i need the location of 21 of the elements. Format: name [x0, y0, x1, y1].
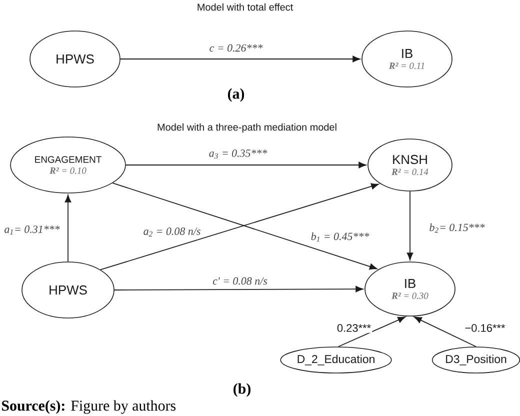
path-coefficient: a$_{1}$= 0.31***: [3, 224, 61, 236]
path-arrow: [338, 316, 406, 348]
path-coefficient: −0.16***: [464, 323, 506, 333]
path-arrow: [406, 190, 414, 260]
path-arrow: [414, 316, 476, 348]
path-arrow: [64, 194, 72, 262]
path-coefficient: b$_{2}$= 0.15***: [428, 222, 486, 234]
path-coefficient: a$_{2}$ = 0.08 n/s: [142, 226, 202, 238]
path-coefficient: 0.23***: [336, 323, 372, 333]
panel-label: (b): [234, 383, 250, 397]
panel-title: Model with total effect: [198, 3, 294, 11]
path-arrow: [114, 286, 364, 292]
path-arrow: [120, 56, 360, 62]
path-coefficient: c = 0.26***: [208, 43, 264, 53]
path-coefficient: c' = 0.08 n/s: [212, 276, 268, 286]
panel-label: (a): [228, 88, 244, 102]
path-arrow: [125, 162, 366, 168]
path-coefficient: a$_{3}$ = 0.35***: [208, 148, 268, 160]
source-note: Source(s): Figure by authors: [2, 400, 176, 414]
path-coefficient: b$_{1}$ = 0.45***: [310, 231, 370, 243]
panel-title: Model with a three-path mediation model: [158, 123, 336, 133]
